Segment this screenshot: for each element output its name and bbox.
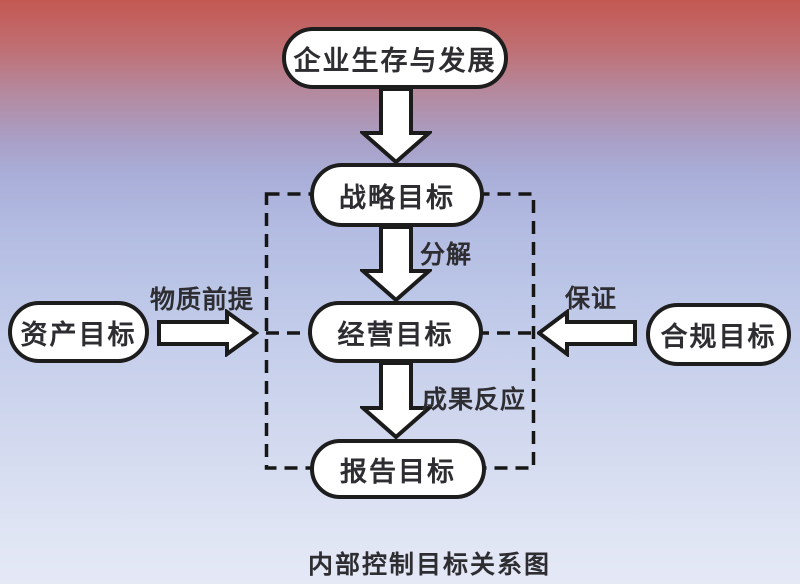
down-arrow-operation-to-report-icon (360, 362, 432, 439)
node-reporting-objective: 报告目标 (310, 439, 486, 499)
down-arrow-strategy-to-operation-icon (360, 226, 432, 302)
node-asset-objective-label: 资产目标 (20, 319, 137, 350)
node-operating-objective-label: 经营目标 (337, 319, 454, 350)
node-reporting-objective-label: 报告目标 (340, 456, 456, 487)
node-enterprise-survival-label: 企业生存与发展 (293, 45, 497, 76)
down-arrow-survival-to-strategy-icon (360, 88, 432, 164)
edge-label-material-premise: 物质前提 (150, 286, 255, 314)
right-arrow-asset-icon (157, 309, 259, 357)
node-compliance-objective-label: 合规目标 (660, 322, 777, 352)
edge-label-result-feedback: 成果反应 (422, 386, 527, 414)
node-operating-objective: 经营目标 (308, 301, 483, 363)
node-strategic-objective: 战略目标 (310, 163, 484, 227)
edge-label-decompose: 分解 (420, 241, 473, 269)
edge-label-guarantee: 保证 (565, 285, 618, 313)
left-arrow-compliance-icon (537, 309, 637, 357)
node-asset-objective: 资产目标 (8, 301, 149, 363)
diagram-caption: 内部控制目标关系图 (308, 551, 552, 579)
node-enterprise-survival: 企业生存与发展 (282, 27, 508, 89)
node-compliance-objective: 合规目标 (646, 303, 791, 366)
node-strategic-objective-label: 战略目标 (339, 182, 455, 213)
